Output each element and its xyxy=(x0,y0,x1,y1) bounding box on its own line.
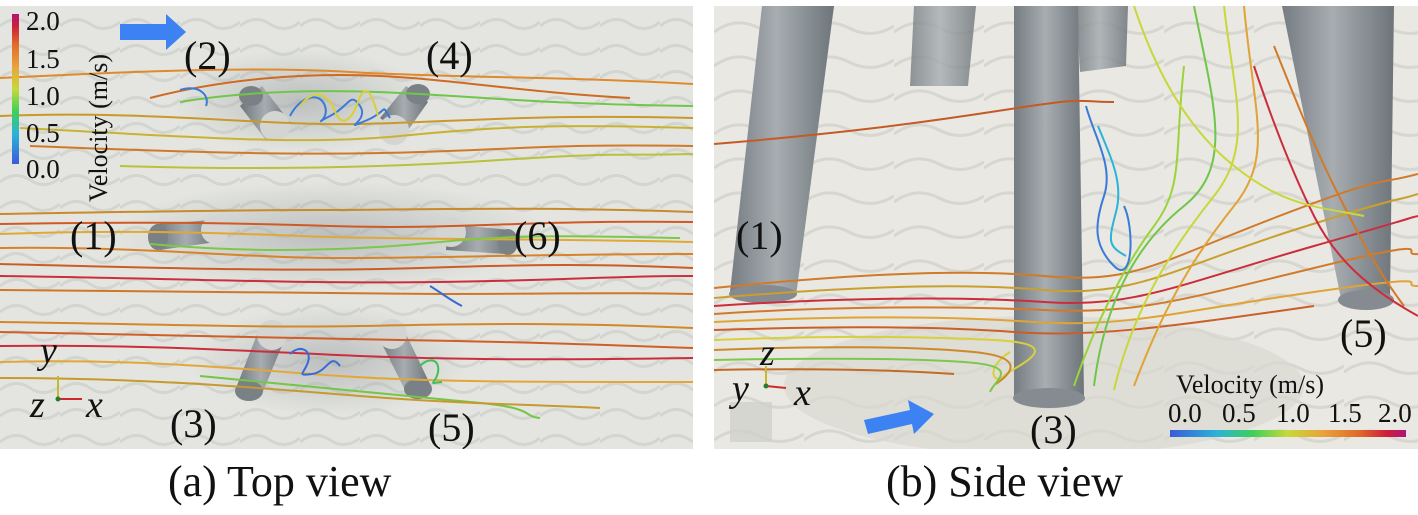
side-view-panel: (1) (3) (5) z y x Velocity (m/s) 0.0 0.5… xyxy=(714,6,1418,449)
pile-label: (6) xyxy=(514,213,561,258)
pile-label: (1) xyxy=(70,213,117,258)
flow-direction-arrow-icon xyxy=(120,14,186,50)
top-view-scene xyxy=(0,6,693,449)
streamline xyxy=(714,280,1418,325)
axis-label-vertical: y xyxy=(40,330,57,372)
streamline xyxy=(0,377,601,409)
colorbar-title: Velocity (m/s) xyxy=(1176,370,1325,399)
pile-back-left xyxy=(910,6,976,86)
caption-side-view: (b) Side view xyxy=(886,457,1124,506)
streamline xyxy=(419,359,443,384)
streamline xyxy=(0,360,693,383)
streamline xyxy=(714,357,1002,393)
streamline xyxy=(714,247,1418,315)
streamline xyxy=(0,344,693,361)
streamline xyxy=(0,230,693,243)
axis-label-out-of-plane: y xyxy=(732,368,749,410)
streamline xyxy=(0,331,693,349)
streamline xyxy=(0,321,693,329)
streamline xyxy=(714,215,1418,307)
streamline xyxy=(1133,6,1365,217)
streamline xyxy=(0,263,693,271)
streamline xyxy=(0,275,693,284)
pile-label: (3) xyxy=(1030,407,1077,450)
streamline xyxy=(714,346,1012,385)
streamline xyxy=(1113,6,1239,391)
streamline xyxy=(299,89,379,122)
top-view-panel: 2.0 1.5 1.0 0.5 0.0 Velocity (m/s) (1) (… xyxy=(0,6,693,449)
streamline xyxy=(179,90,693,107)
caption-top-view: (a) Top view xyxy=(168,457,392,506)
streamline xyxy=(714,336,1036,380)
streamline xyxy=(1093,6,1217,387)
flow-direction-arrow-icon xyxy=(864,400,934,434)
pile-3 xyxy=(235,320,287,401)
streamline xyxy=(714,368,955,375)
colorbar-tick: 0.5 xyxy=(1222,398,1256,428)
colorbar-gradient xyxy=(1170,430,1406,437)
pile-label: (4) xyxy=(426,33,473,78)
colorbar-tick: 0.0 xyxy=(26,154,60,184)
pile-label: (5) xyxy=(428,405,475,449)
streamline xyxy=(714,193,1418,299)
colorbar-tick: 0.5 xyxy=(26,118,60,148)
axis-label-horizontal: x xyxy=(86,384,103,426)
streamline xyxy=(0,207,693,215)
streamline xyxy=(1253,65,1418,317)
pile-label: (5) xyxy=(1340,311,1387,356)
pile-3 xyxy=(1013,6,1085,408)
streamline xyxy=(1133,6,1259,387)
colorbar-tick: 2.0 xyxy=(26,6,60,36)
streamline xyxy=(179,87,208,107)
streamline xyxy=(199,375,541,419)
coordinate-triad xyxy=(730,366,787,442)
streamline xyxy=(289,347,341,376)
pile-5 xyxy=(1282,6,1394,310)
colorbar-tick: 1.0 xyxy=(26,81,60,111)
colorbar-tick: 0.0 xyxy=(1168,398,1202,428)
pile-label: (2) xyxy=(184,33,231,78)
pile-back-right xyxy=(1076,6,1128,72)
pile-label: (1) xyxy=(736,213,783,258)
streamline xyxy=(19,125,693,142)
pile-2 xyxy=(239,86,290,141)
streamline xyxy=(1073,65,1185,387)
streamline xyxy=(289,96,391,126)
streamline xyxy=(0,289,693,296)
streamline xyxy=(714,305,1315,335)
side-view-scene xyxy=(714,6,1418,449)
streamlines xyxy=(0,68,693,419)
streamline xyxy=(0,220,693,228)
axis-label-out-of-plane: z xyxy=(30,384,45,426)
streamline xyxy=(1085,105,1132,271)
colorbar-tick: 1.0 xyxy=(1276,398,1310,428)
colorbar-tick: 2.0 xyxy=(1378,398,1412,428)
streamline xyxy=(429,285,463,307)
streamline xyxy=(149,235,681,251)
streamline xyxy=(149,74,631,99)
streamlines xyxy=(714,6,1418,393)
streamline xyxy=(0,246,693,260)
colorbar-gradient xyxy=(12,14,19,164)
pile-label: (3) xyxy=(170,401,217,446)
streamline xyxy=(29,144,693,155)
colorbar-title: Velocity (m/s) xyxy=(84,53,113,202)
streamline xyxy=(119,153,693,169)
streamline xyxy=(0,68,693,85)
axis-label-horizontal: x xyxy=(794,372,811,414)
colorbar-tick: 1.5 xyxy=(26,44,60,74)
streamline xyxy=(1273,45,1405,307)
streamline xyxy=(1097,125,1127,257)
colorbar-tick: 1.5 xyxy=(1328,398,1362,428)
axis-label-vertical: z xyxy=(760,332,775,374)
streamline xyxy=(714,99,1115,145)
coordinate-triad xyxy=(55,376,82,402)
